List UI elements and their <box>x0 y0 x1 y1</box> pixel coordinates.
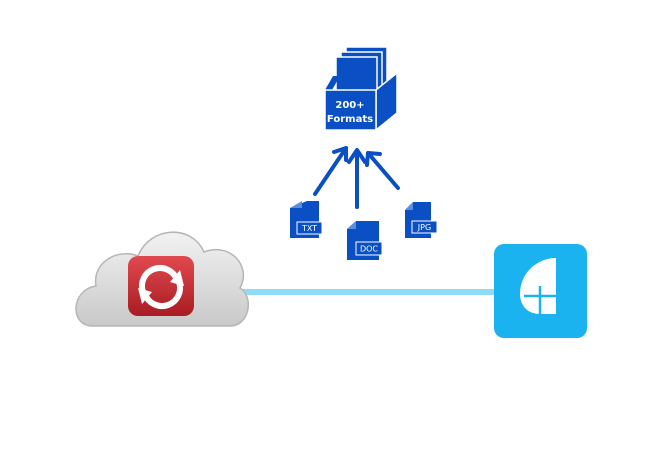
file-txt-label: TXT <box>301 224 317 233</box>
arrow-txt <box>313 146 348 196</box>
arrow-doc <box>347 148 367 209</box>
conversion-arrows <box>313 146 400 209</box>
sync-icon <box>138 265 184 309</box>
formats-box-icon: 200+ Formats <box>324 46 398 132</box>
file-jpg-icon: JPG <box>405 202 438 238</box>
app-logo-icon <box>494 244 587 338</box>
file-jpg-label: JPG <box>417 223 431 232</box>
file-doc-icon: DOC <box>347 221 383 260</box>
file-txt-icon: TXT <box>290 201 323 238</box>
file-doc-label: DOC <box>360 245 378 254</box>
cloudconvert-cloud-icon <box>75 231 249 327</box>
formats-word-label: Formats <box>327 114 373 125</box>
arrow-jpg <box>365 151 400 190</box>
formats-count-label: 200+ <box>335 100 364 111</box>
